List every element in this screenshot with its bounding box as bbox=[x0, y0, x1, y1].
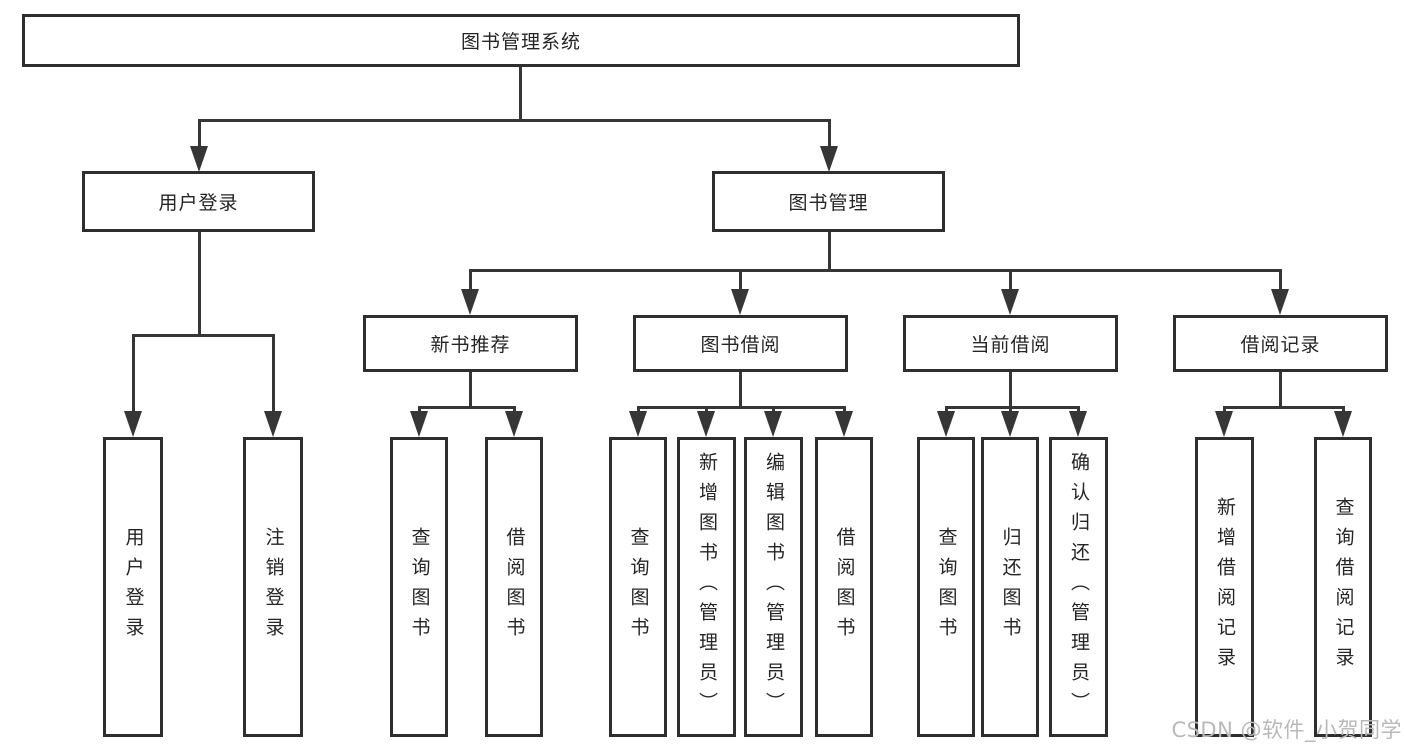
connector-line bbox=[519, 67, 522, 121]
arrow-down-icon bbox=[1001, 289, 1019, 315]
node-records: 借阅记录 bbox=[1173, 315, 1388, 372]
node-borrow-edit: 编辑图书（管理员） bbox=[744, 437, 803, 737]
connector-line bbox=[1009, 371, 1012, 409]
node-records-add-label: 新增借阅记录 bbox=[1214, 497, 1236, 677]
connector-line bbox=[828, 119, 831, 149]
node-borrow-borrow-label: 借阅图书 bbox=[833, 527, 856, 647]
arrow-down-icon bbox=[697, 411, 715, 437]
node-borrow-query-label: 查询图书 bbox=[627, 527, 650, 647]
connector-line bbox=[198, 232, 201, 336]
node-borrow: 图书借阅 bbox=[633, 315, 848, 372]
connector-line bbox=[1279, 371, 1282, 409]
arrow-down-icon bbox=[820, 146, 838, 172]
arrow-down-icon bbox=[461, 289, 479, 315]
node-current-query-label: 查询图书 bbox=[935, 527, 958, 647]
arrow-down-icon bbox=[1001, 411, 1019, 437]
node-new-book-query: 查询图书 bbox=[390, 437, 448, 737]
connector-line bbox=[469, 269, 472, 294]
arrow-down-icon bbox=[629, 411, 647, 437]
node-borrow-edit-label: 编辑图书（管理员） bbox=[763, 452, 785, 722]
arrow-down-icon bbox=[190, 146, 208, 172]
arrow-down-icon bbox=[264, 411, 282, 437]
connector-line bbox=[1279, 269, 1282, 294]
node-borrow-add-label: 新增图书（管理员） bbox=[696, 452, 718, 722]
connector-line bbox=[272, 334, 275, 414]
connector-line bbox=[1223, 406, 1345, 409]
arrow-down-icon bbox=[505, 411, 523, 437]
node-borrow-query: 查询图书 bbox=[609, 437, 667, 737]
node-root: 图书管理系统 bbox=[22, 14, 1020, 67]
node-borrow-label: 图书借阅 bbox=[700, 334, 781, 356]
arrow-down-icon bbox=[1215, 411, 1233, 437]
node-new-book-borrow-label: 借阅图书 bbox=[503, 527, 526, 647]
connector-line bbox=[469, 269, 1282, 272]
node-current-query: 查询图书 bbox=[917, 437, 975, 737]
node-logout-label: 注销登录 bbox=[262, 527, 285, 647]
node-current-return-label: 归还图书 bbox=[999, 527, 1022, 647]
node-login-branch-label: 用户登录 bbox=[158, 192, 239, 214]
connector-line bbox=[945, 406, 1080, 409]
node-records-add: 新增借阅记录 bbox=[1195, 437, 1254, 737]
connector-line bbox=[418, 406, 516, 409]
arrow-down-icon bbox=[835, 411, 853, 437]
arrow-down-icon bbox=[937, 411, 955, 437]
node-user-login-label: 用户登录 bbox=[122, 527, 145, 647]
arrow-down-icon bbox=[1069, 411, 1087, 437]
connector-line bbox=[739, 371, 742, 409]
arrow-down-icon bbox=[1334, 411, 1352, 437]
arrow-down-icon bbox=[124, 411, 142, 437]
node-logout: 注销登录 bbox=[243, 437, 303, 737]
arrow-down-icon bbox=[1271, 289, 1289, 315]
connector-line bbox=[132, 334, 275, 337]
arrow-down-icon bbox=[764, 411, 782, 437]
node-mgmt-branch: 图书管理 bbox=[712, 171, 945, 232]
node-current-return: 归还图书 bbox=[981, 437, 1039, 737]
node-new-book-query-label: 查询图书 bbox=[408, 527, 431, 647]
csdn-watermark: CSDN @软件_小贺同学 bbox=[1171, 718, 1402, 742]
connector-line bbox=[198, 119, 201, 149]
arrow-down-icon bbox=[410, 411, 428, 437]
node-new-book: 新书推荐 bbox=[363, 315, 578, 372]
node-borrow-borrow: 借阅图书 bbox=[815, 437, 873, 737]
node-records-query-label: 查询借阅记录 bbox=[1332, 497, 1355, 677]
connector-line bbox=[739, 269, 742, 294]
node-current-confirm-label: 确认归还（管理员） bbox=[1068, 452, 1090, 722]
connector-line bbox=[132, 334, 135, 414]
node-records-query: 查询借阅记录 bbox=[1314, 437, 1372, 737]
connector-line bbox=[637, 406, 846, 409]
node-new-book-borrow: 借阅图书 bbox=[485, 437, 543, 737]
connector-line bbox=[828, 232, 831, 272]
node-mgmt-branch-label: 图书管理 bbox=[788, 192, 869, 214]
connector-line bbox=[1009, 269, 1012, 294]
arrow-down-icon bbox=[731, 289, 749, 315]
node-current-label: 当前借阅 bbox=[970, 334, 1051, 356]
node-login-branch: 用户登录 bbox=[82, 171, 315, 232]
node-current-confirm: 确认归还（管理员） bbox=[1049, 437, 1108, 737]
node-borrow-add: 新增图书（管理员） bbox=[677, 437, 736, 737]
connector-line bbox=[198, 119, 831, 122]
node-current: 当前借阅 bbox=[903, 315, 1118, 372]
node-new-book-label: 新书推荐 bbox=[430, 334, 511, 356]
connector-line bbox=[469, 371, 472, 409]
node-root-label: 图书管理系统 bbox=[460, 31, 581, 53]
node-records-label: 借阅记录 bbox=[1240, 334, 1321, 356]
node-user-login: 用户登录 bbox=[103, 437, 163, 737]
